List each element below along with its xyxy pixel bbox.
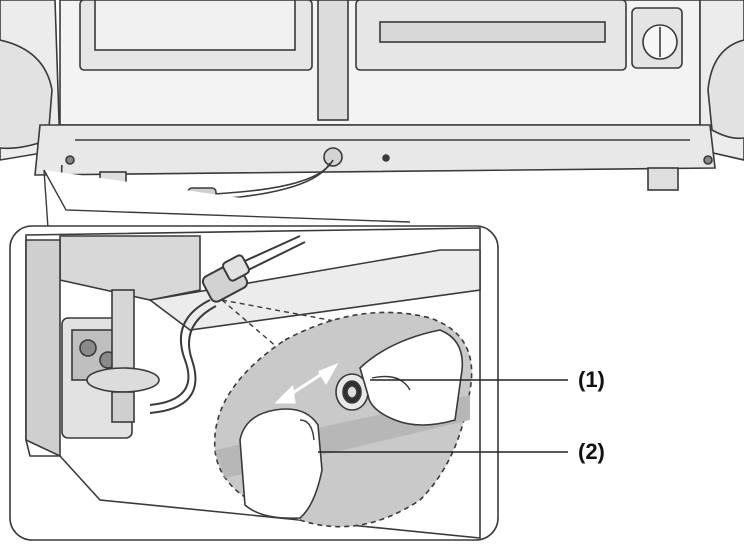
center-divider [318,0,348,120]
callout-1-label: (1) [578,369,605,391]
inset-side-wall [26,240,60,456]
callout-2-label: (2) [578,441,605,463]
foot-right [648,168,678,190]
left-drawer-inner [95,0,295,50]
right-drawer-grille [380,22,605,42]
refrigerator-body [0,0,744,190]
base-plate [35,125,715,175]
inset-panel [10,226,498,540]
zoom-leader [44,170,410,228]
